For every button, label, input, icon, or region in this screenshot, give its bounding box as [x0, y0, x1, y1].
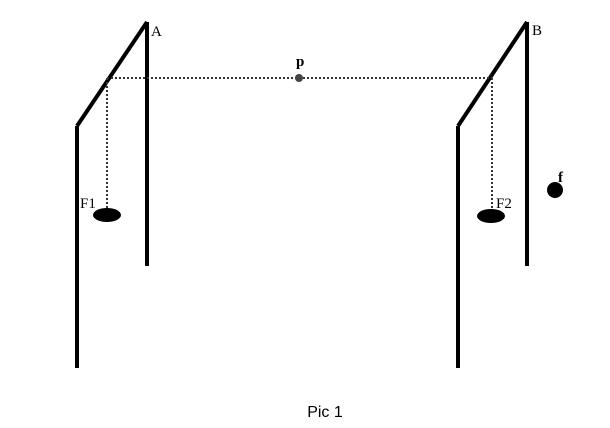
- left-pole-structure: [75, 20, 149, 368]
- caption: Pic 1: [307, 404, 343, 421]
- dotted-lines: [106, 77, 493, 208]
- right-pole-structure: [456, 20, 529, 368]
- label-f: f: [558, 170, 564, 186]
- point-f-marker: [547, 182, 563, 198]
- label-b: B: [532, 23, 542, 39]
- right-diagonal-beam: [456, 20, 529, 128]
- label-a: A: [151, 24, 162, 40]
- label-f1: F1: [80, 196, 96, 212]
- label-p: p: [296, 54, 304, 70]
- label-f2: F2: [496, 196, 512, 212]
- left-diagonal-beam: [75, 20, 149, 128]
- point-p-marker: [295, 74, 303, 82]
- f2-ellipse: [477, 209, 505, 223]
- f1-ellipse: [93, 208, 121, 222]
